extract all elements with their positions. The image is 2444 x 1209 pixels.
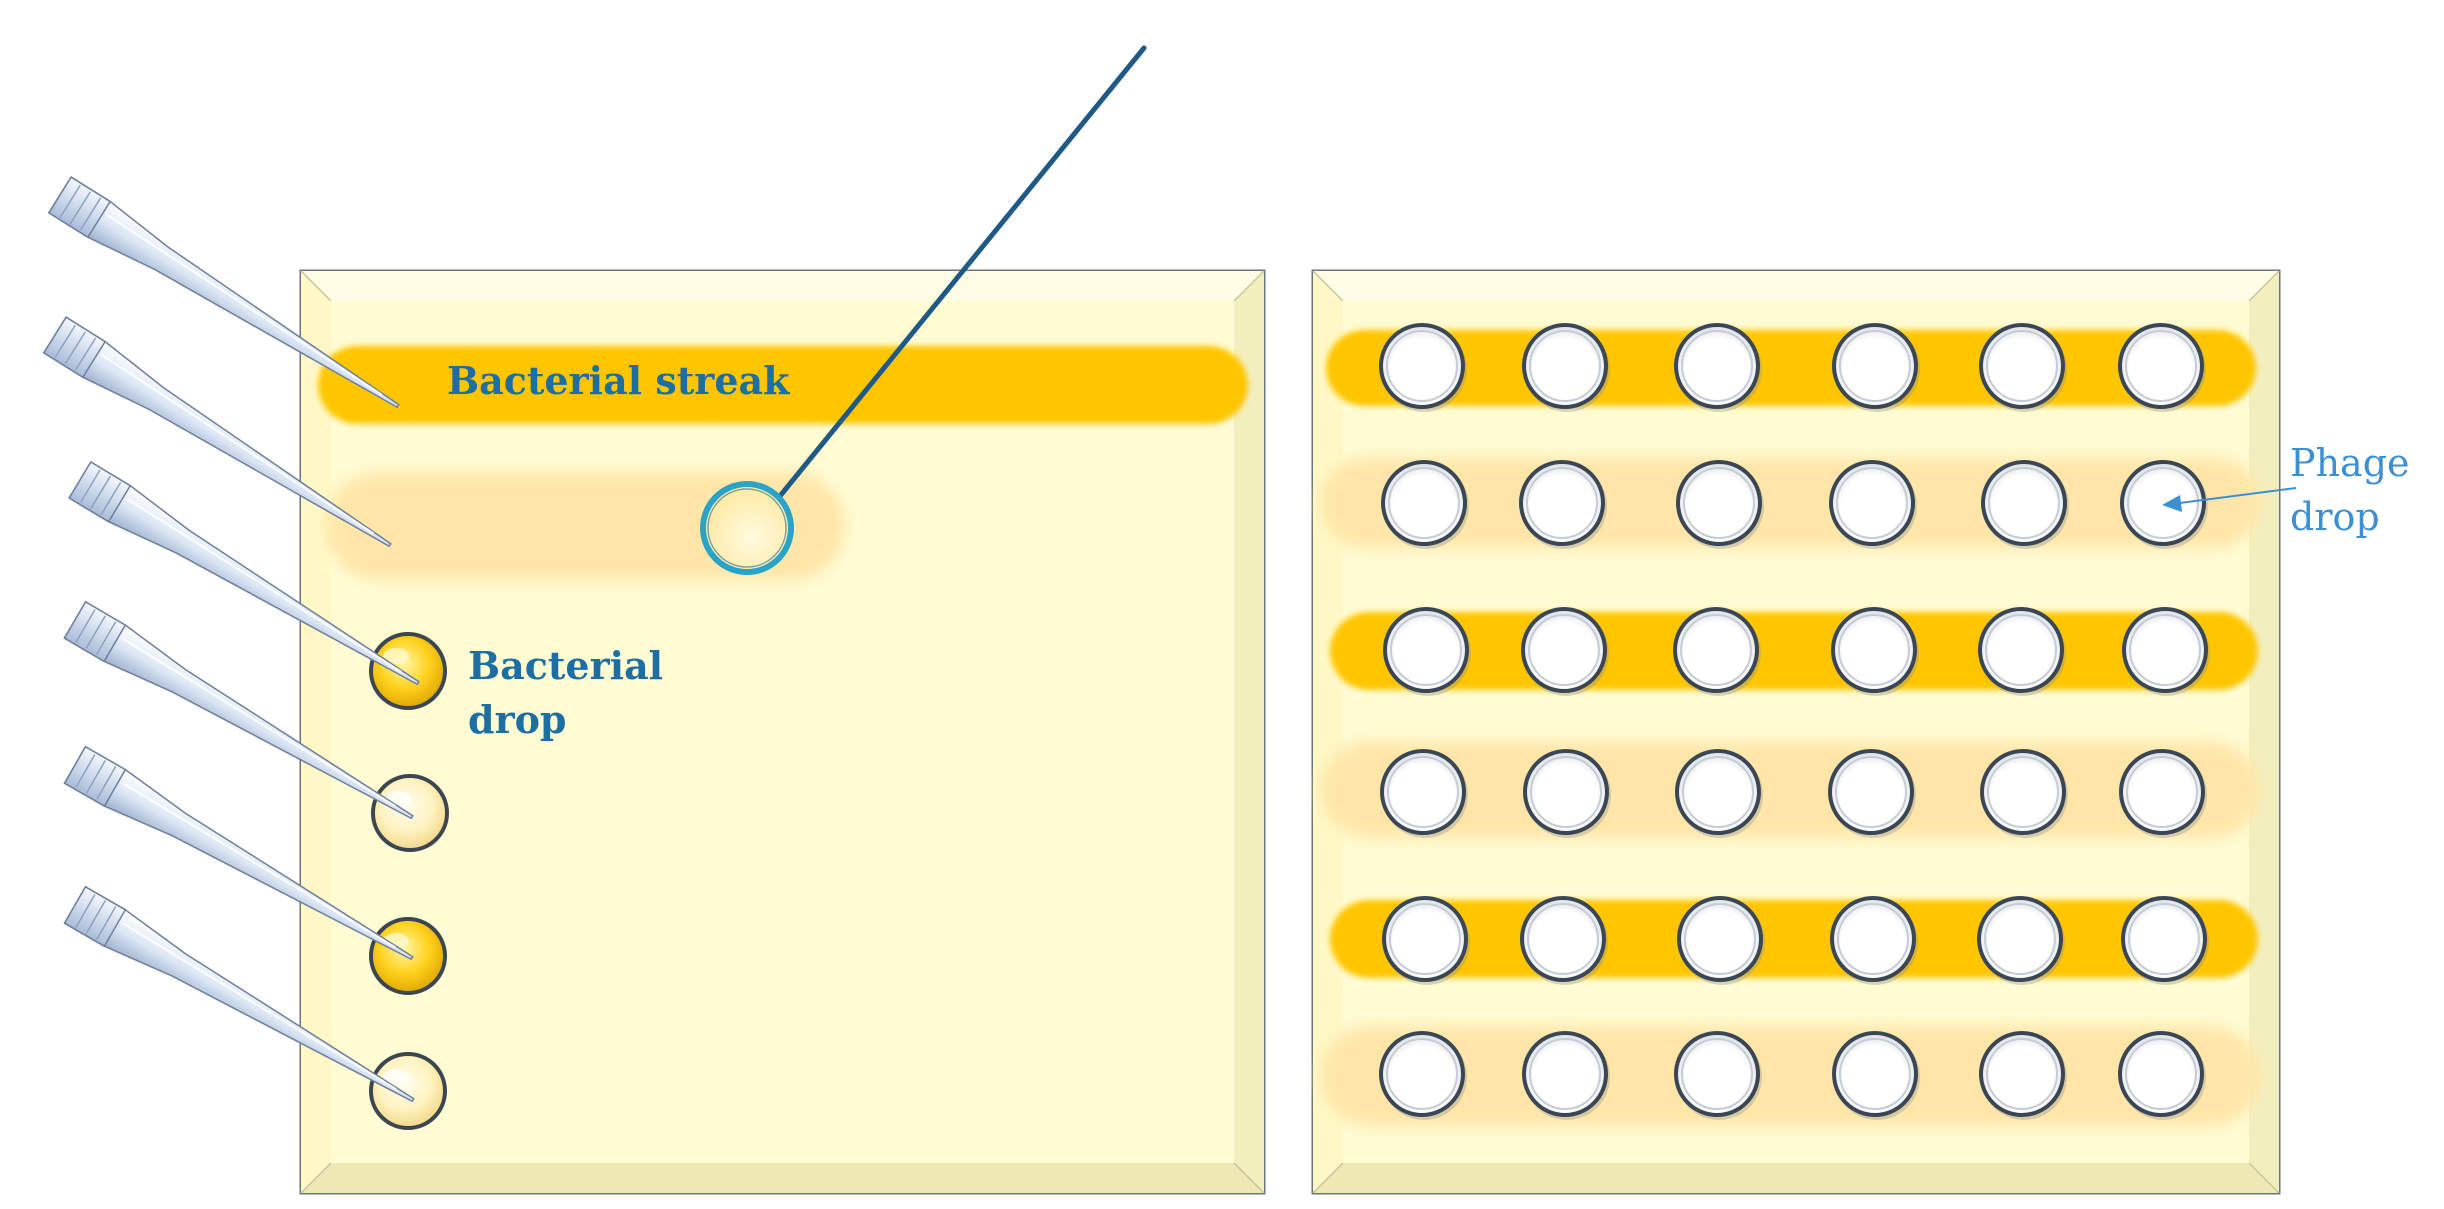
pipette-tip-icon: [63, 885, 415, 1103]
phage-drop: [1382, 896, 1470, 985]
phage-drop: [1520, 896, 1608, 985]
phage-drop: [1522, 323, 1610, 412]
phage-drop: [1673, 607, 1761, 696]
phage-drop: [1379, 1031, 1467, 1120]
phage-drop-label-line2: drop: [2290, 495, 2380, 539]
phage-drop: [1381, 460, 1469, 549]
phage-drop: [1831, 607, 1919, 696]
phage-drop: [1383, 607, 1471, 696]
phage-drop: [2121, 896, 2209, 985]
pipette-tip-icon: [68, 460, 420, 686]
right-agar-plate: Phage drop: [1311, 269, 2410, 1195]
phage-drop: [1519, 460, 1607, 549]
phage-drop: [1830, 896, 1918, 985]
phage-drop: [1828, 749, 1916, 838]
phage-drop: [1674, 323, 1762, 412]
bacterial-drop: [371, 774, 449, 852]
phage-drop: [2118, 1031, 2206, 1120]
left-plate-bevel-top: [301, 271, 1264, 301]
phage-drop: [1832, 1031, 1920, 1120]
inoculation-loop-icon: [700, 45, 1147, 575]
phage-drop-label-line1: Phage: [2290, 441, 2410, 485]
pipette-tip-icon: [47, 176, 400, 409]
phage-drop: [1677, 896, 1765, 985]
phage-drop-arrow: [2171, 487, 2297, 505]
left-plate-bevel-bottom: [301, 1163, 1264, 1193]
bacterial-drop: [369, 1052, 447, 1130]
left-agar-plate: Bacterial streak Bacterial drop: [299, 45, 1266, 1195]
phage-drop: [2122, 607, 2210, 696]
bacterial-drop-label-line1: Bacterial: [468, 643, 663, 688]
phage-drop-grid: [1379, 323, 2210, 1120]
bacterial-streak-band: [318, 346, 1248, 424]
phage-drop: [1675, 749, 1763, 838]
phage-drop: [1981, 460, 2069, 549]
phage-drop: [1521, 607, 1609, 696]
phage-drop: [1380, 749, 1468, 838]
right-plate-bevel-bottom: [1313, 1163, 2279, 1193]
phage-drop: [1980, 749, 2068, 838]
phage-drop: [1676, 460, 1764, 549]
phage-drop: [1832, 323, 1920, 412]
phage-drop: [1674, 1031, 1762, 1120]
phage-drop: [2120, 460, 2208, 549]
phage-drop: [1522, 1031, 1610, 1120]
right-plate-bevel-top: [1313, 271, 2279, 301]
bacterial-drop: [369, 917, 447, 995]
left-plate-frame: [299, 269, 1266, 1195]
pipette-tip-icon: [42, 316, 392, 548]
phage-drop: [1979, 1031, 2067, 1120]
phage-drop: [1977, 896, 2065, 985]
phage-drop: [1979, 323, 2067, 412]
bacterial-streak-label: Bacterial streak: [447, 358, 790, 403]
phage-drop-arrowhead: [2162, 495, 2182, 512]
phage-drop: [1523, 749, 1611, 838]
bacterial-drop-label-line2: drop: [468, 697, 567, 742]
pipette-tip-icon: [63, 600, 414, 820]
phage-drop: [1829, 460, 1917, 549]
phage-drop: [1379, 323, 1467, 412]
phage-drop: [2119, 749, 2207, 838]
pipette-tip-icon: [63, 745, 414, 961]
bacterial-drop: [369, 632, 447, 710]
left-plate-bevel-right: [1234, 271, 1264, 1193]
phage-drop: [1978, 607, 2066, 696]
phage-drop: [2118, 323, 2206, 412]
pipette-tips: [42, 176, 420, 1103]
